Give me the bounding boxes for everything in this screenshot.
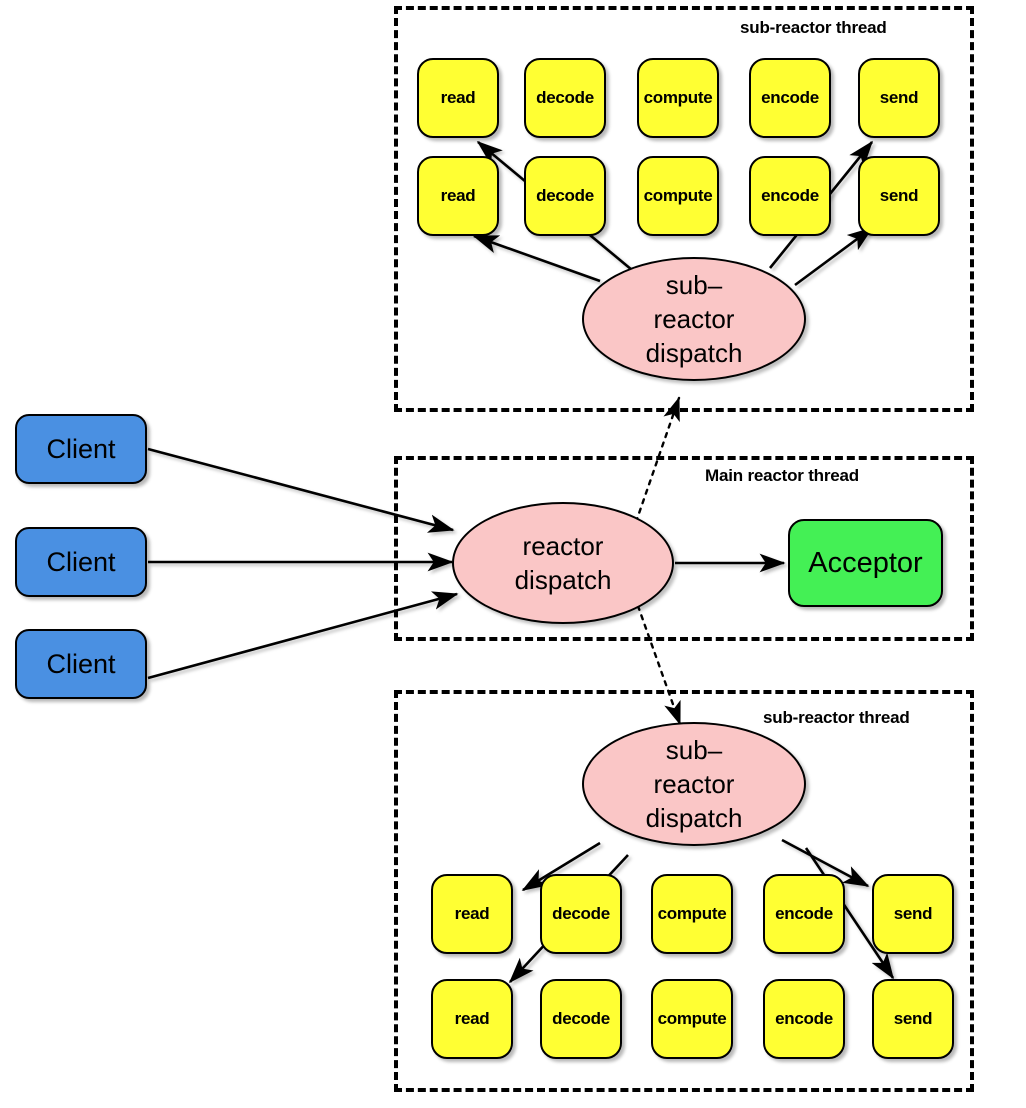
stage-box-send[interactable]: send — [872, 874, 954, 954]
stage-box-decode[interactable]: decode — [524, 156, 606, 236]
stage-box-decode[interactable]: decode — [540, 874, 622, 954]
stage-box-send[interactable]: send — [858, 156, 940, 236]
group-top-sub-reactor-thread — [394, 6, 974, 412]
stage-box-encode[interactable]: encode — [749, 58, 831, 138]
group-top-sub-reactor-label: sub-reactor thread — [740, 18, 887, 37]
dispatch-label-line2: reactor — [653, 303, 735, 334]
stage-box-read[interactable]: read — [431, 874, 513, 954]
group-bottom-sub-reactor-label: sub-reactor thread — [763, 708, 910, 727]
client-node[interactable]: Client — [15, 414, 147, 484]
dispatch-label-line3: dispatch — [645, 338, 743, 369]
stage-box-compute[interactable]: compute — [637, 156, 719, 236]
group-main-reactor-label: Main reactor thread — [705, 466, 859, 485]
bottom-sub-reactor-dispatch-node[interactable]: sub– reactor dispatch — [582, 722, 806, 846]
group-main-reactor-thread — [394, 456, 974, 641]
acceptor-node[interactable]: Acceptor — [788, 519, 943, 607]
stage-box-decode[interactable]: decode — [524, 58, 606, 138]
dispatch-label-line2: dispatch — [514, 565, 612, 595]
dispatch-label-line1: reactor — [522, 530, 604, 561]
dispatch-label-line1: sub– — [665, 734, 723, 765]
client-node[interactable]: Client — [15, 527, 147, 597]
stage-box-compute[interactable]: compute — [637, 58, 719, 138]
client-node[interactable]: Client — [15, 629, 147, 699]
stage-box-compute[interactable]: compute — [651, 874, 733, 954]
stage-box-send[interactable]: send — [858, 58, 940, 138]
stage-box-decode[interactable]: decode — [540, 979, 622, 1059]
stage-box-encode[interactable]: encode — [749, 156, 831, 236]
stage-box-encode[interactable]: encode — [763, 979, 845, 1059]
dispatch-label-line2: reactor — [653, 768, 735, 799]
dispatch-label-line3: dispatch — [645, 803, 743, 834]
stage-box-compute[interactable]: compute — [651, 979, 733, 1059]
stage-box-send[interactable]: send — [872, 979, 954, 1059]
top-sub-reactor-dispatch-node[interactable]: sub– reactor dispatch — [582, 257, 806, 381]
group-bottom-sub-reactor-thread — [394, 690, 974, 1092]
stage-box-encode[interactable]: encode — [763, 874, 845, 954]
stage-box-read[interactable]: read — [431, 979, 513, 1059]
stage-box-read[interactable]: read — [417, 156, 499, 236]
main-reactor-dispatch-node[interactable]: reactor dispatch — [452, 502, 674, 624]
stage-box-read[interactable]: read — [417, 58, 499, 138]
dispatch-label-line1: sub– — [665, 269, 723, 300]
